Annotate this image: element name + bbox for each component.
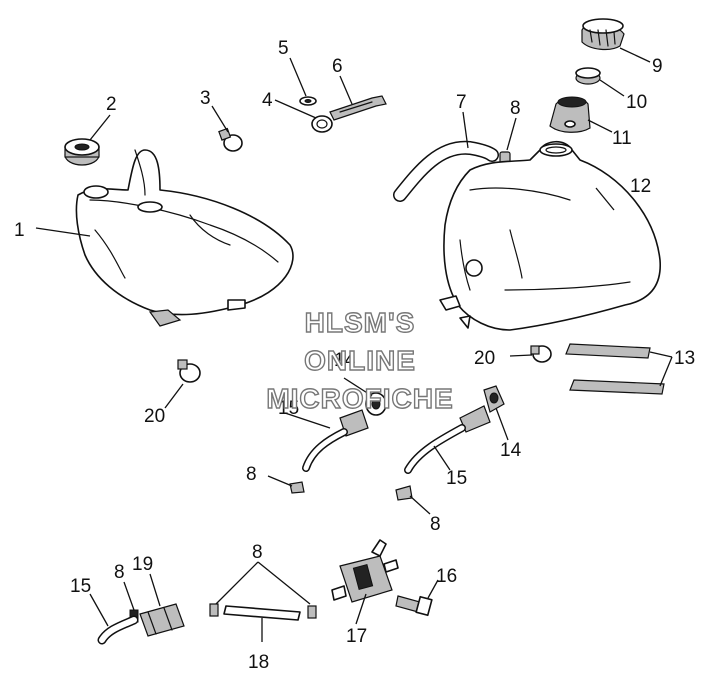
leader-lines [35, 47, 673, 642]
watermark-line-1: HLSM'S [305, 307, 416, 338]
callout-9: 9 [652, 56, 663, 77]
part-7-vent-hose [393, 140, 499, 202]
part-16-bolt [395, 595, 433, 617]
part-14-fuel-valve-right [483, 385, 505, 413]
callout-16: 16 [436, 566, 457, 587]
callout-20-right: 20 [474, 348, 495, 369]
callout-14-right: 14 [500, 440, 522, 461]
part-15-fuel-hose-right [404, 405, 491, 474]
callout-8-lower-left: 8 [114, 562, 125, 583]
part-8-clamp-left [289, 481, 305, 494]
part-8-clamp-hose-left [209, 603, 219, 617]
part-10-cap-gasket [575, 67, 601, 85]
part-20-bolt-left [177, 359, 201, 383]
callout-15-right: 15 [446, 468, 467, 489]
callout-17: 17 [346, 626, 367, 647]
callout-7: 7 [456, 92, 467, 113]
watermark-line-3: MICROFICHE [266, 383, 453, 414]
callout-8-upper: 8 [510, 98, 521, 119]
callout-20-left: 20 [144, 406, 165, 427]
callout-13: 13 [674, 348, 695, 369]
callout-8-right: 8 [430, 514, 441, 535]
part-2-grommet [64, 138, 100, 166]
callout-2: 2 [106, 94, 117, 115]
part-18-connecting-hose [223, 605, 301, 621]
part-15-fuel-hose-lower [97, 615, 139, 645]
watermark: HLSM'S ONLINE MICROFICHE [266, 306, 454, 414]
part-14-fuel-valve-left [365, 392, 387, 416]
part-15-fuel-hose-left [302, 409, 369, 472]
callout-11: 11 [612, 128, 632, 149]
part-13-decal-strips [565, 343, 665, 395]
callout-5: 5 [278, 38, 289, 59]
callout-10: 10 [626, 92, 647, 113]
part-5-washer [299, 96, 317, 106]
callout-18: 18 [248, 652, 269, 673]
part-8-clamp-right [395, 485, 413, 501]
callout-12: 12 [630, 176, 651, 197]
callout-19: 19 [132, 554, 153, 575]
part-3-bolt [218, 127, 243, 152]
callout-8-hose: 8 [252, 542, 263, 563]
part-12-right-fuel-tank [439, 140, 661, 331]
part-6-strap [329, 95, 387, 121]
part-19-fuel-filter [139, 603, 185, 637]
callout-8-left: 8 [246, 464, 257, 485]
callout-15-left: 15 [278, 398, 299, 419]
callout-numbers: 1 2 3 4 5 6 7 8 9 10 11 12 13 20 20 14 1… [14, 38, 695, 673]
part-17-fuel-petcock [331, 539, 399, 603]
part-4-ring-clip [311, 115, 333, 133]
callout-6: 6 [332, 56, 343, 77]
part-20-bolt-right [530, 345, 552, 363]
callout-14-left: 14 [334, 350, 356, 371]
callout-4: 4 [262, 90, 273, 111]
part-11-filler-boot [549, 96, 591, 133]
part-8-clamp-hose-right [307, 605, 317, 619]
part-1-left-fuel-tank [75, 149, 294, 327]
part-9-fuel-cap [581, 18, 625, 51]
callout-15-lower: 15 [70, 576, 91, 597]
watermark-line-2: ONLINE [304, 345, 416, 376]
callout-1: 1 [14, 220, 25, 241]
callout-3: 3 [200, 88, 211, 109]
